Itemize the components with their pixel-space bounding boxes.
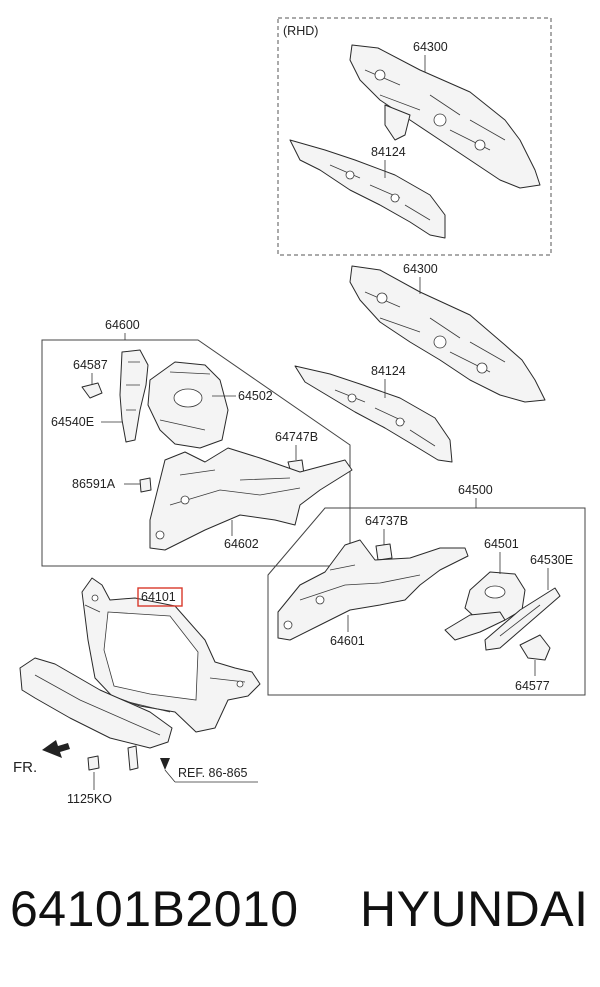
parts-diagram: (RHD) 64300 84124 64300 84124 64600 bbox=[13, 17, 586, 806]
ref-arrow-icon bbox=[160, 758, 170, 770]
callout-64530e: 64530E bbox=[530, 553, 573, 567]
dash-panel-drawing bbox=[349, 265, 546, 403]
group-64600-box bbox=[41, 339, 351, 567]
ref-leader bbox=[164, 769, 176, 783]
rhd-label: (RHD) bbox=[283, 24, 318, 38]
side-member-64601-drawing bbox=[277, 539, 469, 641]
callout-64587: 64587 bbox=[73, 358, 108, 372]
callout-64500: 64500 bbox=[458, 483, 493, 497]
callout-64300: 64300 bbox=[403, 262, 438, 276]
callout-64737b: 64737B bbox=[365, 514, 408, 528]
group-64500-box bbox=[267, 507, 586, 696]
bracket-64530e-drawing bbox=[484, 587, 561, 651]
callout-64577: 64577 bbox=[515, 679, 550, 693]
callout-64602: 64602 bbox=[224, 537, 259, 551]
strut-housing-64501-drawing bbox=[444, 571, 526, 641]
callout-64300-rhd: 64300 bbox=[413, 40, 448, 54]
bumper-beam-drawing bbox=[19, 657, 173, 771]
front-label: FR. bbox=[13, 759, 37, 776]
strut-housing-64502-drawing bbox=[147, 361, 229, 449]
rhd-group-box bbox=[277, 17, 552, 256]
callout-64540e: 64540E bbox=[51, 415, 94, 429]
callout-86591a: 86591A bbox=[72, 477, 116, 491]
callout-64600: 64600 bbox=[105, 318, 140, 332]
callout-64502: 64502 bbox=[238, 389, 273, 403]
caption-brand: HYUNDAI bbox=[360, 881, 589, 937]
ref-label: REF. 86-865 bbox=[178, 766, 248, 780]
caption-part-number: 64101B2010 bbox=[10, 881, 299, 937]
callout-64601: 64601 bbox=[330, 634, 365, 648]
bolt-86591a-drawing bbox=[139, 477, 152, 493]
callout-64501: 64501 bbox=[484, 537, 519, 551]
callout-1125ko: 1125KO bbox=[67, 792, 112, 806]
front-arrow-icon bbox=[42, 740, 70, 758]
highlight-box-64101 bbox=[137, 587, 183, 607]
cowl-cross-drawing bbox=[294, 365, 453, 463]
callout-84124-rhd: 84124 bbox=[371, 145, 406, 159]
clip-64737b-drawing bbox=[375, 543, 393, 561]
dash-panel-rhd-drawing bbox=[349, 44, 541, 189]
bracket-64540e-drawing bbox=[81, 349, 149, 443]
callout-84124: 84124 bbox=[371, 364, 406, 378]
cowl-cross-rhd-drawing bbox=[289, 139, 446, 239]
radiator-support-64101-drawing bbox=[81, 577, 261, 733]
callout-64101: 64101 bbox=[141, 590, 176, 604]
callout-64747b: 64747B bbox=[275, 430, 318, 444]
bracket-64577-drawing bbox=[519, 634, 551, 661]
bolt-1125ko-drawing bbox=[87, 755, 100, 771]
side-member-64602-drawing bbox=[149, 447, 353, 551]
